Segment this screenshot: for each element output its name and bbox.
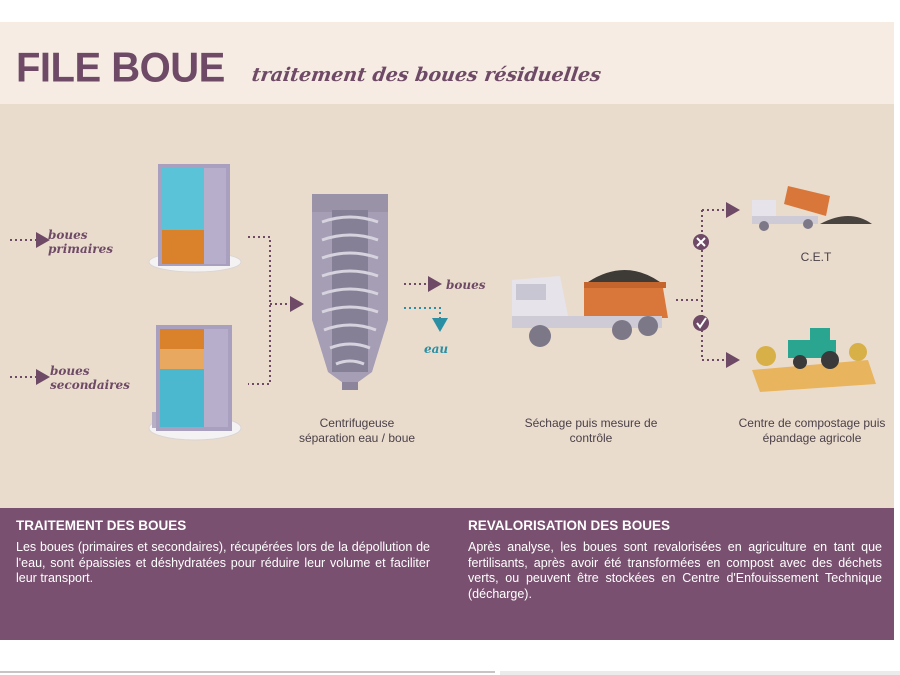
input-secondary-label: boues secondaires: [50, 364, 130, 392]
check-badge-icon: [693, 315, 709, 331]
header-band: [0, 22, 894, 104]
cross-badge-icon: [693, 234, 709, 250]
output-water-label: eau: [424, 342, 449, 356]
page-title: FILE BOUE: [16, 44, 225, 92]
primary-tank-icon: [148, 164, 242, 273]
dump-truck-icon: [512, 270, 668, 347]
centrifuge-icon: [312, 194, 388, 390]
bottom-divider: [0, 671, 495, 673]
compost-caption: Centre de compostage puis épandage agric…: [738, 416, 886, 445]
tanks-to-centrifuge-connector: [248, 236, 304, 385]
truck-to-destinations-connector: [676, 202, 740, 368]
section-text-treatment: Les boues (primaires et secondaires), ré…: [16, 540, 430, 585]
input-primary-label: boues primaires: [48, 228, 114, 256]
secondary-tank-icon: [148, 325, 242, 441]
section-heading-valorisation: REVALORISATION DES BOUES: [468, 518, 671, 533]
output-sludge-label: boues: [446, 278, 486, 292]
drying-caption: Séchage puis mesure de contrôle: [524, 416, 658, 445]
section-heading-treatment: TRAITEMENT DES BOUES: [16, 518, 187, 533]
cet-caption: C.E.T: [800, 250, 832, 264]
small-truck-icon: [752, 186, 872, 231]
centrifuge-caption: Centrifugeuse séparation eau / boue: [298, 416, 416, 445]
info-footer: [0, 508, 894, 640]
tractor-icon: [752, 328, 876, 392]
output-water-arrow: [404, 307, 448, 332]
section-text-valorisation: Après analyse, les boues sont revalorisé…: [468, 540, 882, 601]
bottom-divider-right: [500, 671, 900, 675]
